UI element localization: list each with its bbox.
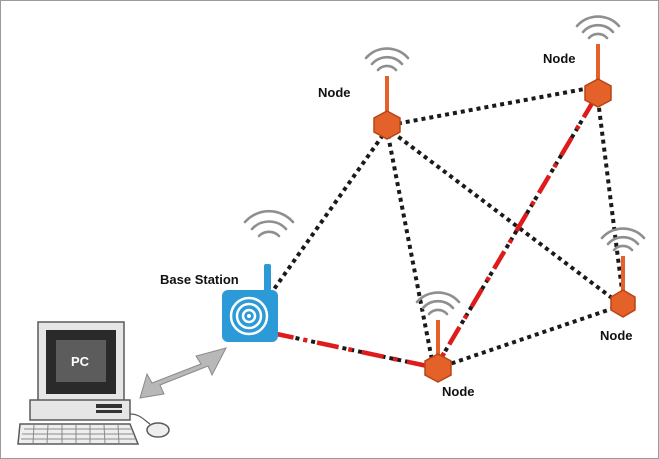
node-right-label: Node [600,328,633,343]
node-top-right-antenna [596,44,600,84]
wave-icon-node-right [600,227,646,252]
wave-icon-node-bottom [415,291,461,316]
pc-icon [17,321,170,445]
wireless-waves [243,15,646,316]
link-node-top-to-node-top-right [389,86,591,127]
link-node-top-right-to-node-right [596,99,624,291]
bidirectional-arrow-icon [139,347,227,399]
link-node-top-to-node-right [390,130,614,300]
node-top-right[interactable]: Node [543,44,612,108]
sensor-node-icon [584,78,612,108]
pc[interactable]: PC [17,321,170,445]
sensor-node-icon [610,289,636,318]
base-station-label: Base Station [160,272,239,287]
pc-label: PC [71,354,90,369]
node-right-antenna [621,256,625,296]
node-bottom[interactable]: Node [424,320,475,399]
sensor-node-icon [373,110,401,140]
wave-icon-node-top [364,47,410,72]
base-station-antenna [264,264,271,296]
link-node-top-to-node-bottom [386,134,434,361]
node-right[interactable]: Node [600,256,636,343]
route-base-station-to-node-bottom-red [271,330,433,370]
node-top-right-label: Node [543,51,576,66]
link-node-top-to-base-station [270,133,385,294]
base-station-icon [222,290,278,342]
wave-icon-node-top-right [575,15,621,40]
wave-icon-base-station [243,209,295,238]
route-node-top-right-to-node-bottom-red [438,98,596,362]
link-node-bottom-to-node-right [443,306,615,368]
node-bottom-label: Node [442,384,475,399]
node-bottom-antenna [436,320,440,360]
base-station[interactable]: Base Station [160,264,278,342]
node-top-antenna [385,76,389,116]
links [270,86,624,370]
node-top-label: Node [318,85,351,100]
sensor-node-icon [424,353,452,383]
node-top[interactable]: Node [318,76,401,140]
